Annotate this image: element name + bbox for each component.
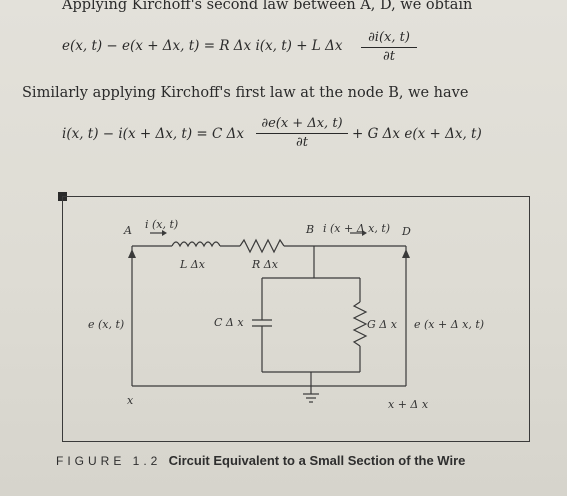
conductance-label: G Δ x bbox=[367, 318, 397, 331]
equation-2-fraction: ∂e(x + Δx, t) ∂t bbox=[256, 116, 348, 150]
current-out-label: i (x + Δ x, t) bbox=[323, 222, 391, 235]
second-paragraph: Similarly applying Kirchoff's first law … bbox=[22, 85, 469, 101]
current-out-arrowhead bbox=[362, 230, 367, 236]
voltage-in-arrowhead bbox=[128, 249, 136, 258]
equation-1-denominator: ∂t bbox=[383, 49, 395, 64]
current-in-label: i (x, t) bbox=[145, 218, 179, 231]
figure-caption: FIGURE 1.2 Circuit Equivalent to a Small… bbox=[56, 452, 496, 470]
position-right-label: x + Δ x bbox=[388, 398, 429, 411]
equation-2-rhs: + G Δx e(x + Δx, t) bbox=[352, 126, 482, 142]
equation-1-lhs: e(x, t) − e(x + Δx, t) = R Δx i(x, t) + … bbox=[62, 38, 343, 54]
resistor-label: R Δx bbox=[252, 258, 278, 271]
capacitor-label: C Δ x bbox=[214, 316, 244, 329]
equation-2-lhs: i(x, t) − i(x + Δx, t) = C Δx bbox=[62, 126, 244, 142]
fraction-bar bbox=[256, 133, 348, 134]
node-a-label: A bbox=[124, 224, 132, 237]
conductance-resistor-symbol bbox=[352, 301, 368, 347]
equation-1-numerator: ∂i(x, t) bbox=[368, 30, 410, 45]
equation-1-fraction: ∂i(x, t) ∂t bbox=[361, 30, 417, 64]
node-d-label: D bbox=[402, 225, 411, 238]
voltage-in-label: e (x, t) bbox=[88, 318, 125, 331]
current-in-arrowhead bbox=[162, 230, 167, 236]
equation-2-numerator: ∂e(x + Δx, t) bbox=[261, 116, 343, 131]
voltage-out-arrowhead bbox=[402, 249, 410, 258]
figure-number: FIGURE 1.2 bbox=[56, 454, 162, 468]
voltage-out-label: e (x + Δ x, t) bbox=[414, 318, 485, 331]
series-resistor-symbol bbox=[239, 238, 285, 254]
equation-2-denominator: ∂t bbox=[296, 135, 308, 150]
figure-title: Circuit Equivalent to a Small Section of… bbox=[168, 453, 466, 468]
inductor-symbol bbox=[171, 241, 221, 248]
node-b-label: B bbox=[306, 223, 315, 236]
intro-line: Applying Kirchoff's second law between A… bbox=[62, 0, 473, 13]
position-left-label: x bbox=[127, 394, 134, 407]
figure-frame bbox=[62, 196, 530, 442]
inductor-label: L Δx bbox=[180, 258, 205, 271]
fraction-bar bbox=[361, 47, 417, 48]
